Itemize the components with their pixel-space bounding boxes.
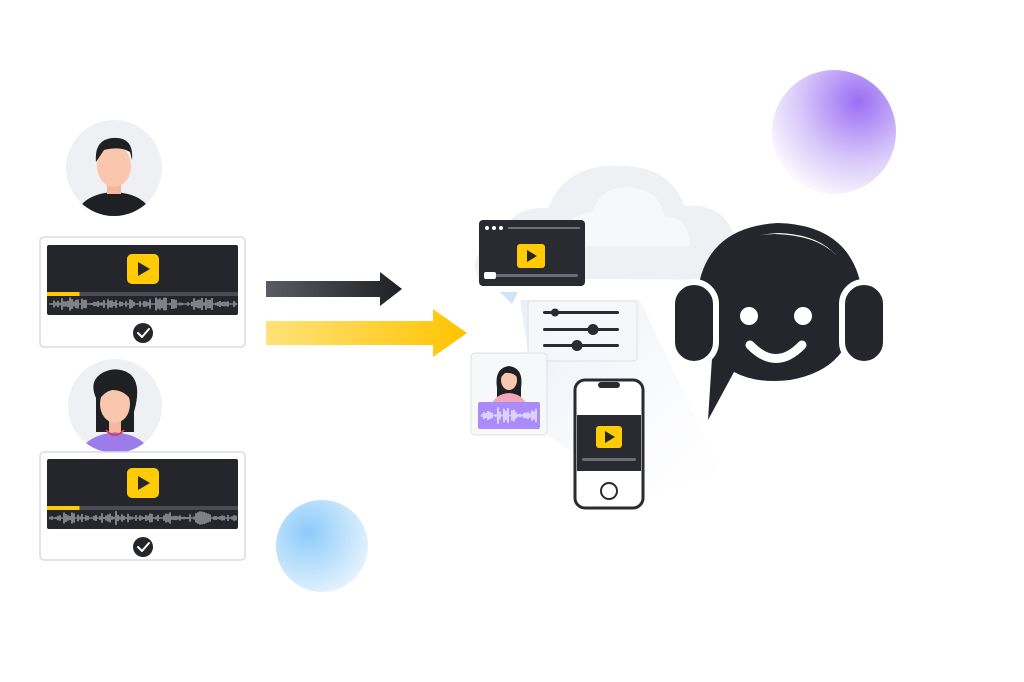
progress-track[interactable] <box>47 292 238 296</box>
dark-arrow-icon <box>266 272 402 306</box>
audio-player-card[interactable] <box>39 236 246 348</box>
waveform-bars <box>49 511 237 525</box>
speaker-1 <box>39 120 246 348</box>
play-button[interactable] <box>127 254 159 284</box>
violet-gradient-blob <box>772 70 896 194</box>
waveform-icon <box>49 511 237 525</box>
browser-video-player-icon[interactable] <box>479 220 585 304</box>
progress-track[interactable] <box>47 506 238 510</box>
audio-player-card[interactable] <box>39 451 246 561</box>
play-button[interactable] <box>127 468 159 498</box>
equalizer-sliders-icon[interactable] <box>527 300 638 362</box>
male-avatar-icon <box>66 120 162 216</box>
voice-avatar-card-icon[interactable] <box>470 352 548 436</box>
speaker-2 <box>39 359 246 561</box>
waveform-icon <box>49 297 237 311</box>
headset-chat-bot-icon <box>669 222 889 420</box>
waveform-bars <box>481 407 537 424</box>
check-circle-icon <box>133 537 153 557</box>
check-circle-icon <box>133 323 153 343</box>
blue-gradient-blob <box>276 500 368 592</box>
smartphone-video-icon[interactable] <box>573 378 645 510</box>
waveform-icon <box>481 407 537 424</box>
yellow-arrow-icon <box>266 309 467 357</box>
female-avatar-icon <box>68 359 162 453</box>
waveform-bars <box>49 297 237 311</box>
